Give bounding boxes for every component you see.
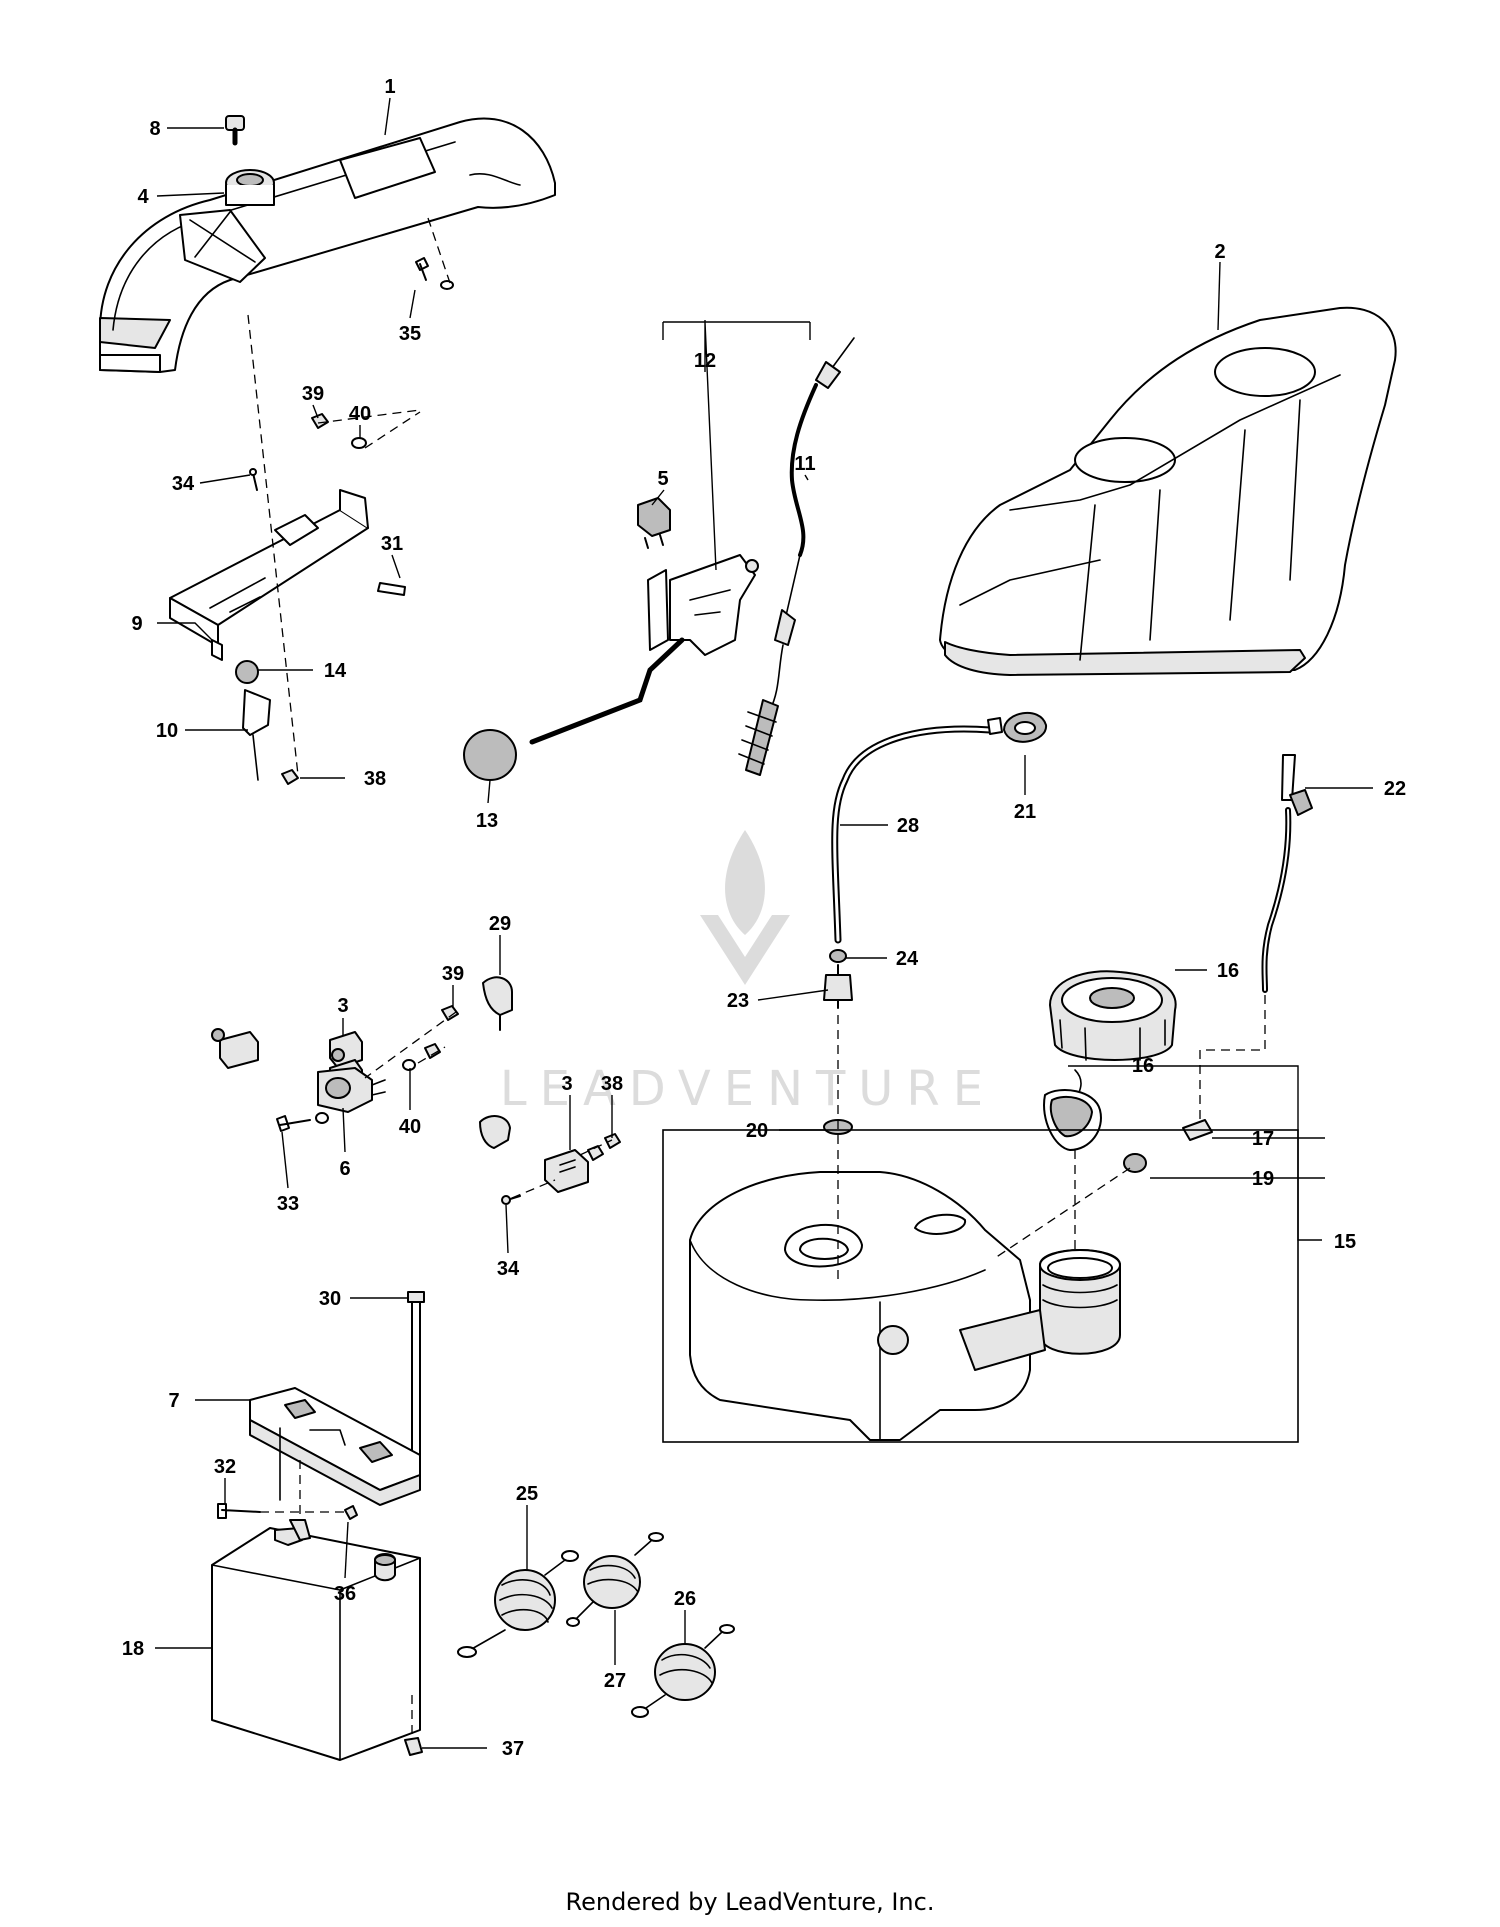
leader-lines bbox=[155, 97, 1373, 1749]
part-1-console-cover bbox=[99, 117, 556, 373]
part-32-bolt bbox=[217, 1503, 261, 1519]
part-5-switch bbox=[637, 497, 671, 549]
callout-23: 23 bbox=[727, 990, 749, 1012]
callout-16: 16 bbox=[1217, 960, 1239, 982]
part-39-nut-mid bbox=[441, 1005, 459, 1021]
watermark-text: LEADVENTURE bbox=[500, 1061, 996, 1117]
callout-38: 38 bbox=[364, 768, 386, 790]
callout-11: 11 bbox=[794, 453, 815, 475]
part-30-hold-down-rod bbox=[407, 1291, 425, 1456]
part-6-switch bbox=[317, 1067, 386, 1113]
part-38-nut bbox=[281, 769, 299, 785]
callout-29: 29 bbox=[489, 913, 511, 935]
part-40-washer-mid bbox=[402, 1043, 441, 1071]
part-27-battery-cable bbox=[566, 1532, 664, 1627]
callout-8: 8 bbox=[149, 118, 160, 140]
callout-40: 40 bbox=[399, 1116, 421, 1138]
callout-27: 27 bbox=[604, 1670, 626, 1692]
callout-36: 36 bbox=[334, 1583, 356, 1605]
callout-37: 37 bbox=[502, 1738, 524, 1760]
callout-39: 39 bbox=[442, 963, 464, 985]
part-2-fuel-tank-cover bbox=[939, 306, 1397, 676]
part-11-cable bbox=[738, 337, 855, 776]
callout-6: 6 bbox=[339, 1158, 350, 1180]
part-13-knob bbox=[463, 729, 517, 781]
callout-10: 10 bbox=[156, 720, 178, 742]
part-9-bracket bbox=[169, 489, 369, 661]
part-38-nut-mid bbox=[587, 1133, 621, 1161]
part-7-battery-bracket bbox=[249, 1387, 421, 1506]
callout-1: 1 bbox=[384, 76, 395, 98]
callout-28: 28 bbox=[897, 815, 919, 837]
callout-13: 13 bbox=[476, 810, 498, 832]
callout-34: 34 bbox=[172, 473, 195, 495]
part-39-nut bbox=[311, 413, 329, 429]
part-34-screw-mid bbox=[501, 1195, 521, 1205]
part-3-switch-mid bbox=[479, 1115, 589, 1193]
callout-3: 3 bbox=[337, 995, 348, 1017]
callout-25: 25 bbox=[516, 1483, 538, 1505]
footer-credit: Rendered by LeadVenture, Inc. bbox=[565, 1888, 935, 1916]
part-16-fuel-cap bbox=[1043, 970, 1177, 1151]
part-36-nut bbox=[344, 1505, 358, 1520]
callout-38: 38 bbox=[601, 1073, 623, 1095]
part-23-fuel-filter bbox=[823, 964, 853, 1009]
callout-22: 22 bbox=[1384, 778, 1406, 800]
callout-32: 32 bbox=[214, 1456, 236, 1478]
part-26-battery-cable bbox=[631, 1624, 735, 1718]
part-24-clamp bbox=[829, 949, 847, 963]
callout-2: 2 bbox=[1214, 241, 1225, 263]
callout-labels: 1 2 3 3 4 5 6 7 8 9 10 11 12 13 14 15 16… bbox=[122, 76, 1406, 1760]
callout-12: 12 bbox=[694, 350, 716, 372]
part-40-washer bbox=[351, 437, 367, 449]
part-10-lever bbox=[242, 689, 271, 781]
part-8-ignition-key bbox=[225, 115, 245, 146]
callout-35: 35 bbox=[399, 323, 421, 345]
part-19-grommet bbox=[1123, 1153, 1147, 1173]
part-29-boot bbox=[482, 976, 513, 1031]
part-4-ignition-switch bbox=[225, 169, 275, 206]
part-28-fuel-line bbox=[831, 717, 1003, 944]
callout-39: 39 bbox=[302, 383, 324, 405]
alignment-lines bbox=[247, 217, 1266, 1740]
part-3-switch-left bbox=[211, 1028, 259, 1069]
callout-31: 31 bbox=[381, 533, 403, 555]
callout-34: 34 bbox=[497, 1258, 520, 1280]
part-22-vent-valve bbox=[1261, 754, 1313, 993]
part-12-throttle-control bbox=[529, 554, 759, 745]
callout-9: 9 bbox=[131, 613, 142, 635]
callout-20: 20 bbox=[746, 1120, 768, 1142]
callout-21: 21 bbox=[1014, 801, 1036, 823]
callout-15: 15 bbox=[1334, 1231, 1356, 1253]
callout-40: 40 bbox=[349, 403, 371, 425]
callout-3: 3 bbox=[561, 1073, 572, 1095]
callout-19: 19 bbox=[1252, 1168, 1274, 1190]
callout-18: 18 bbox=[122, 1638, 144, 1660]
part-14-knob bbox=[235, 660, 259, 684]
callout-16: 16 bbox=[1132, 1055, 1154, 1077]
part-21-grommet bbox=[1003, 711, 1047, 743]
callout-7: 7 bbox=[168, 1390, 179, 1412]
part-31-bolt bbox=[377, 582, 406, 596]
callout-24: 24 bbox=[896, 948, 919, 970]
callout-26: 26 bbox=[674, 1588, 696, 1610]
callout-5: 5 bbox=[657, 468, 668, 490]
callout-14: 14 bbox=[324, 660, 347, 682]
leadventure-watermark: LEADVENTURE bbox=[500, 830, 996, 1117]
part-25-battery-cable bbox=[457, 1550, 579, 1658]
callout-30: 30 bbox=[319, 1288, 341, 1310]
part-33-screw bbox=[276, 1112, 329, 1132]
part-37-nut bbox=[404, 1737, 423, 1756]
callout-33: 33 bbox=[277, 1193, 299, 1215]
part-34-screw bbox=[249, 468, 258, 491]
part-35-screw bbox=[415, 257, 454, 290]
callout-4: 4 bbox=[137, 186, 149, 208]
part-18-battery bbox=[211, 1519, 421, 1761]
part-15-fuel-tank bbox=[689, 1171, 1121, 1441]
callout-17: 17 bbox=[1252, 1128, 1274, 1150]
